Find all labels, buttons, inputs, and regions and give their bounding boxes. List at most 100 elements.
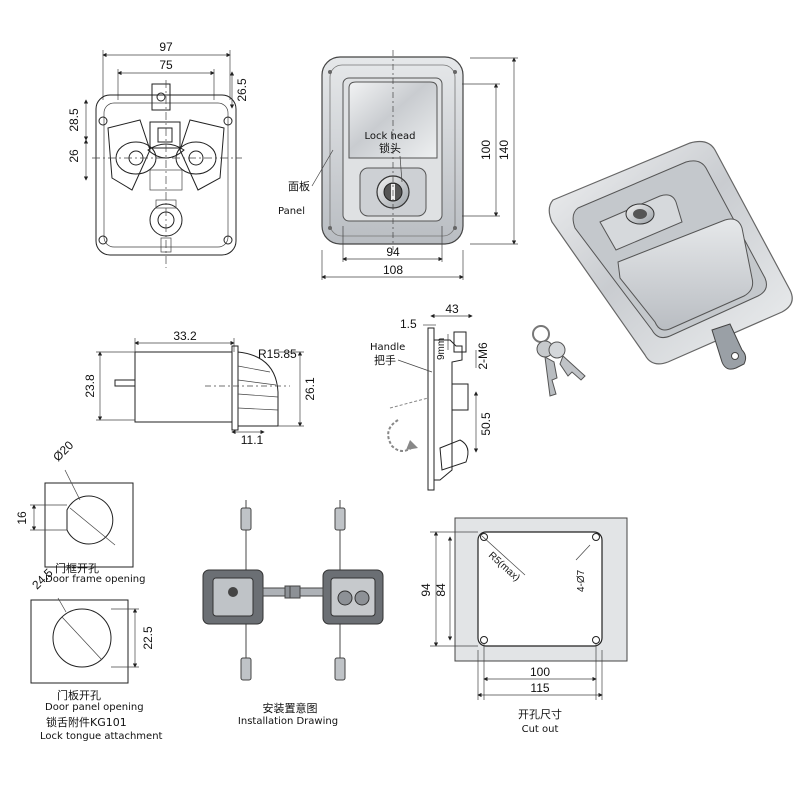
- rivet: [328, 70, 332, 74]
- side-bolt: [439, 439, 469, 471]
- mount-hole: [98, 235, 108, 245]
- head-line: [237, 407, 279, 411]
- key-blade: [544, 356, 558, 397]
- cutout-hole: [592, 636, 600, 644]
- dimension-line: [64, 469, 81, 501]
- panel-label: Panel: [278, 206, 305, 217]
- cutout-hole: [480, 636, 488, 644]
- lock-tongue-label-cn: 锁舌附件KG101: [46, 715, 127, 729]
- front-view: 97 75 26.5 28.5 26: [67, 40, 249, 268]
- top-bracket: [151, 83, 171, 111]
- panel-label-cn: 面板: [288, 179, 310, 193]
- side-view: 43 1.5 9mm 2-M6 50.5 Handle 把手: [370, 302, 493, 491]
- installation-label-cn: 安装置意图: [263, 701, 318, 715]
- product-render: [548, 140, 793, 370]
- latch-lever-left: [107, 119, 151, 191]
- door-frame-hole: [66, 495, 114, 545]
- cylinder-view: 33.2 R15.85 23.8 26.1 11.1: [83, 329, 317, 447]
- dim-width-115: 115: [530, 681, 549, 695]
- head-line: [237, 393, 279, 398]
- panel-leader: [311, 149, 334, 187]
- dim-top-43: 43: [445, 302, 459, 316]
- cutout-label-cn: 开孔尺寸: [518, 707, 562, 721]
- rod-end: [334, 657, 346, 681]
- holes-leader: [575, 544, 591, 561]
- door-frame-label-cn: 门框开孔: [55, 561, 99, 575]
- rivet: [328, 226, 332, 230]
- dim-width-108: 108: [383, 263, 403, 277]
- cylinder-body: [134, 351, 233, 423]
- dim-plate-1-5: 1.5: [400, 317, 417, 331]
- dim-holes-4-7: 4-Ø7: [576, 569, 587, 592]
- head-line: [237, 379, 277, 386]
- mount-hole: [223, 116, 233, 126]
- dim-height-23-8: 23.8: [83, 374, 97, 398]
- lock-head-label-cn: 锁头: [379, 141, 401, 155]
- door-panel-opening: 24.5 22.5 门板开孔 Door panel opening 锁舌附件KG…: [29, 565, 162, 742]
- rivet: [453, 70, 457, 74]
- door-panel-label: Door panel opening: [45, 702, 144, 713]
- rod-end: [334, 507, 346, 531]
- door-frame-opening: 16 Ø20 门框开孔 Door frame opening: [15, 438, 145, 585]
- dim-dia-20: Ø20: [50, 438, 76, 464]
- cylinder-tail: [114, 379, 136, 387]
- rod-end: [240, 507, 252, 531]
- dim-height-100: 100: [479, 140, 493, 160]
- cross-rod: [262, 587, 286, 597]
- key-icon: [532, 325, 586, 397]
- front-flange: [95, 94, 237, 256]
- diameter-line: [69, 507, 116, 546]
- dim-dia-24-5: 24.5: [29, 565, 56, 592]
- dim-left-26: 26: [67, 149, 81, 163]
- dim-height-26-1: 26.1: [303, 377, 317, 401]
- handle-leader: [397, 359, 433, 373]
- rotation-arrow-icon: [387, 419, 415, 452]
- rivet: [453, 226, 457, 230]
- cutout-label: Cut out: [522, 724, 559, 735]
- cylinder-collar: [231, 345, 239, 431]
- slot-link: [147, 143, 185, 159]
- mount-hole: [223, 235, 233, 245]
- dim-height-50-5: 50.5: [479, 412, 493, 436]
- handle-open-phantom: [389, 397, 429, 409]
- door-panel-label-cn: 门板开孔: [57, 688, 101, 702]
- center-square: [157, 127, 173, 143]
- dim-length-33-2: 33.2: [173, 329, 197, 343]
- bracket-hole: [156, 92, 166, 102]
- dim-bottom-11-1: 11.1: [241, 433, 264, 447]
- side-flange: [427, 327, 435, 491]
- cylinder-head: [237, 351, 279, 427]
- arrow-head-icon: [406, 440, 418, 450]
- center-block: [149, 121, 181, 149]
- mount-hole: [98, 116, 108, 126]
- cutout-hole: [592, 533, 600, 541]
- door-frame-label: Door frame opening: [45, 574, 145, 585]
- dim-height-22-5: 22.5: [141, 626, 155, 650]
- dim-thread-2-m6: 2-M6: [476, 342, 490, 370]
- cutout-view: R5(max) 4-Ø7 94 84 100 115 开孔尺寸 Cut out: [419, 517, 628, 735]
- dim-height-140: 140: [497, 140, 511, 160]
- door-panel-plate: [30, 599, 129, 684]
- installation-drawing: 安装置意图 Installation Drawing: [202, 500, 384, 727]
- dim-9mm: 9mm: [436, 338, 447, 360]
- cross-rod: [299, 587, 324, 597]
- handle-label-cn: 把手: [374, 353, 396, 367]
- dim-height-84: 84: [434, 583, 448, 597]
- door-frame-plate: [44, 482, 134, 568]
- bolt-tab-hole: [731, 352, 739, 360]
- lock-head-leader: [399, 155, 403, 183]
- rod-end: [240, 657, 252, 681]
- radius-leader: [481, 535, 526, 576]
- latch-inner-right: [330, 577, 376, 617]
- dim-height-94: 94: [419, 583, 433, 597]
- panel-rim: [329, 64, 456, 237]
- panel-view: Lock head 锁头 面板 Panel 100 140 94 108: [278, 50, 518, 280]
- latch-paddle: [617, 218, 754, 331]
- side-spring: [451, 383, 469, 411]
- dim-width-94: 94: [386, 245, 400, 259]
- dimension-line: [57, 597, 67, 613]
- key-bow: [548, 341, 566, 359]
- dim-width-75: 75: [159, 58, 173, 72]
- cam-render: [337, 590, 353, 606]
